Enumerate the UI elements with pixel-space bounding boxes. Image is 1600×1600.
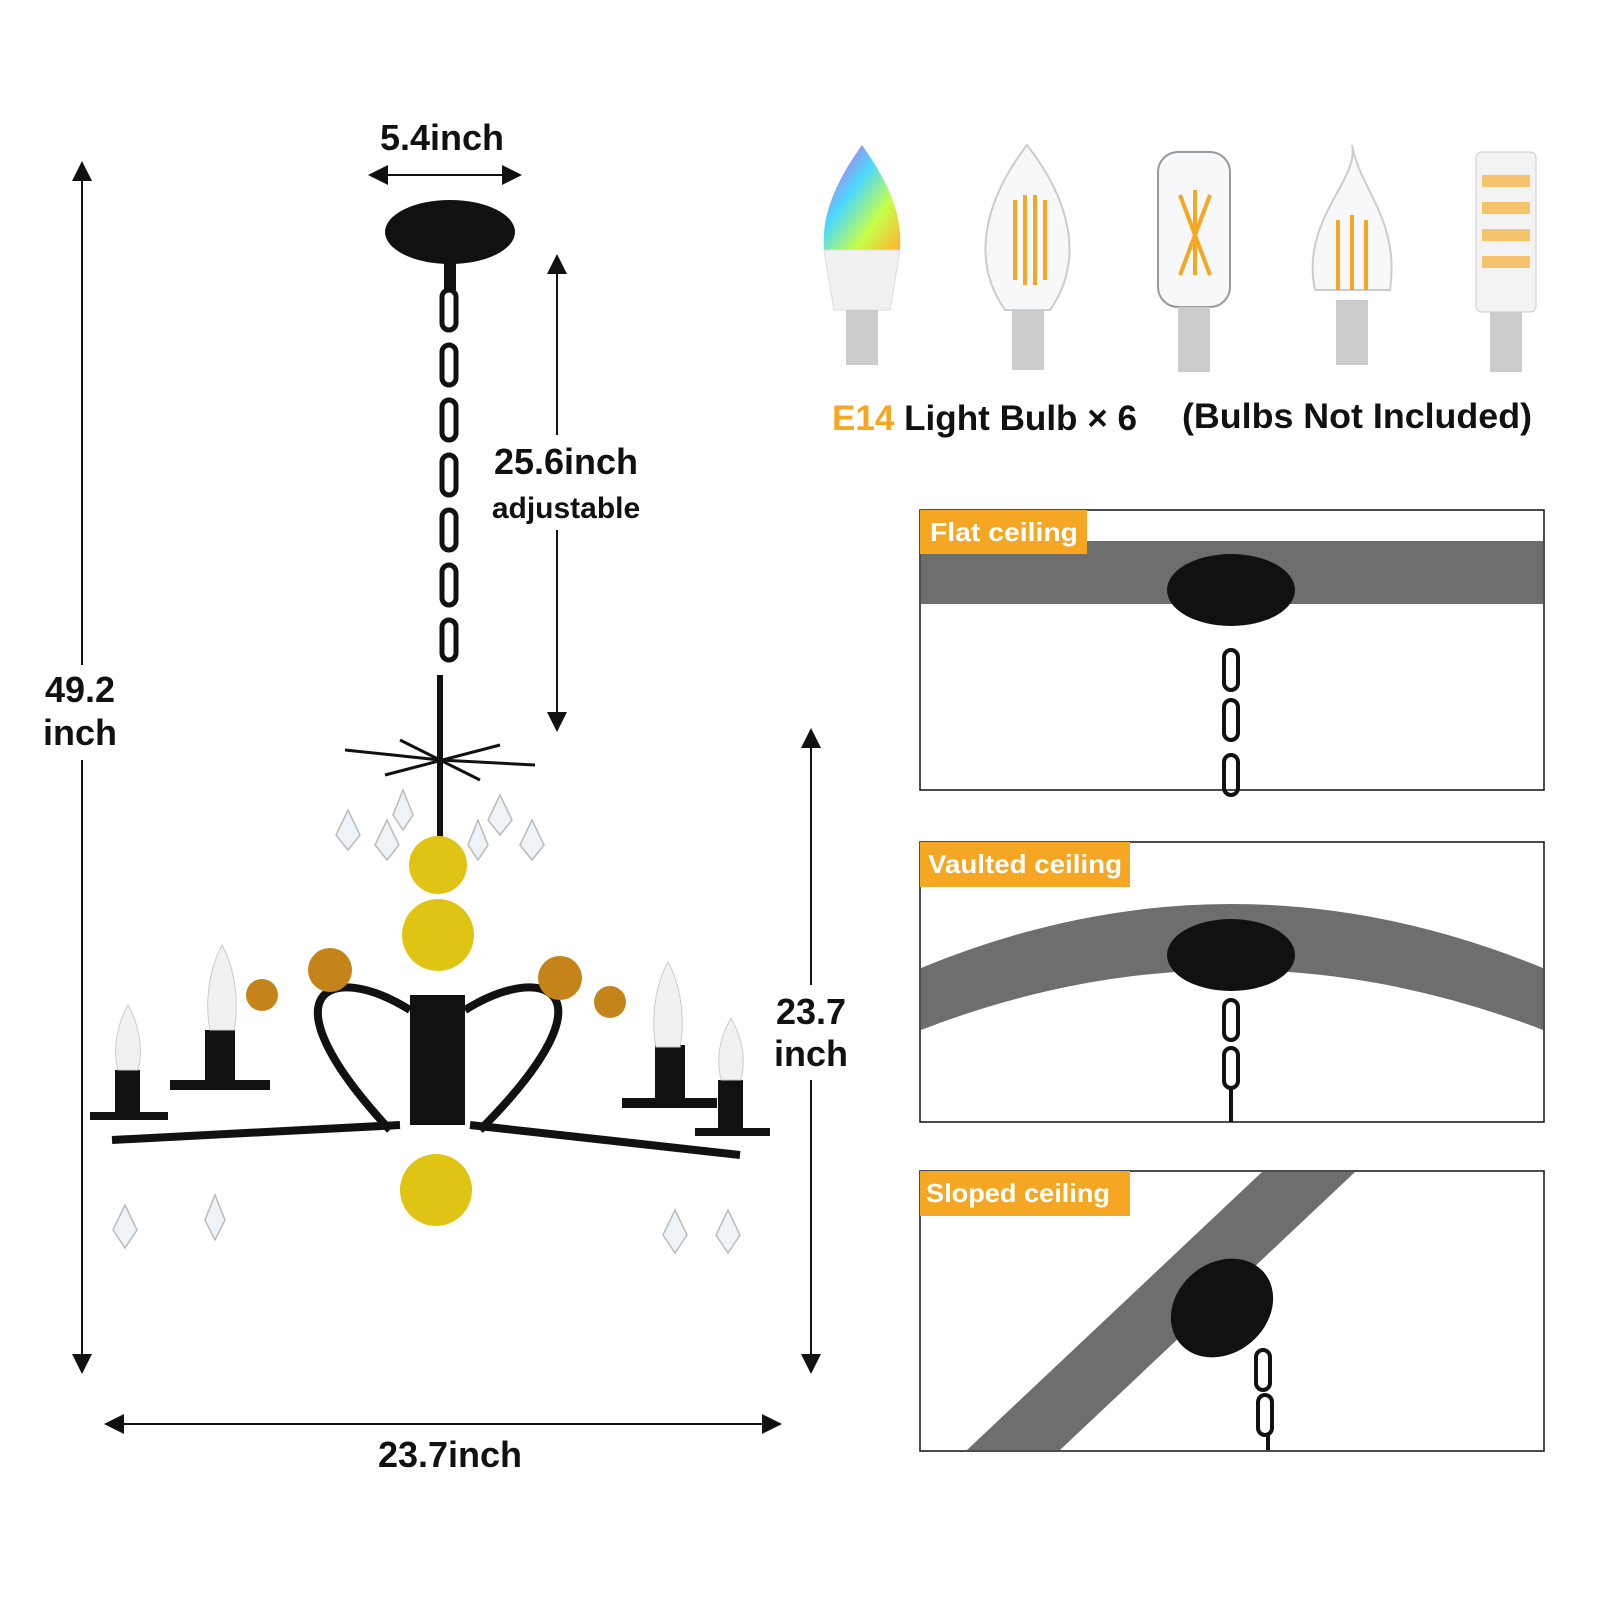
bulb-count: × 6 — [1087, 399, 1137, 438]
ceiling-label-vaulted: Vaulted ceiling — [928, 849, 1122, 879]
body-height-unit: inch — [774, 1033, 848, 1074]
flame-tip-bulb-icon — [1311, 144, 1393, 365]
chain-icon — [439, 287, 459, 663]
rgb-candle-bulb-icon — [823, 145, 901, 365]
crystal-drops — [112, 787, 741, 1255]
chain-length-label: 25.6inch — [494, 441, 638, 482]
filament-candle-bulb-icon — [984, 143, 1071, 370]
ceiling-panel-vaulted: Vaulted ceiling — [919, 841, 1545, 1123]
bulb-type: E14 — [832, 399, 895, 438]
total-height-unit: inch — [43, 712, 117, 753]
ceiling-label-flat: Flat ceiling — [930, 517, 1078, 547]
chain-adjustable-label: adjustable — [492, 492, 640, 525]
ceiling-label-sloped: Sloped ceiling — [926, 1178, 1110, 1208]
tubular-filament-bulb-icon — [1157, 151, 1231, 372]
bulb-spec-line: E14 Light Bulb × 6 — [832, 399, 1137, 438]
bulb-label: Light Bulb — [904, 399, 1077, 438]
corn-led-bulb-icon — [1475, 151, 1537, 372]
dimension-lines — [72, 161, 821, 1434]
total-height-value: 49.2 — [45, 669, 115, 710]
chandelier-illustration — [90, 200, 770, 1255]
body-height-value: 23.7 — [776, 991, 846, 1032]
body-width-label: 23.7inch — [378, 1434, 522, 1475]
canopy-width-label: 5.4inch — [380, 117, 504, 158]
ceiling-panel-sloped: Sloped ceiling — [919, 1170, 1545, 1452]
ceiling-panel-flat: Flat ceiling — [919, 509, 1545, 797]
bulbs-not-included-note: (Bulbs Not Included) — [1182, 397, 1532, 436]
bulb-options — [823, 143, 1537, 372]
